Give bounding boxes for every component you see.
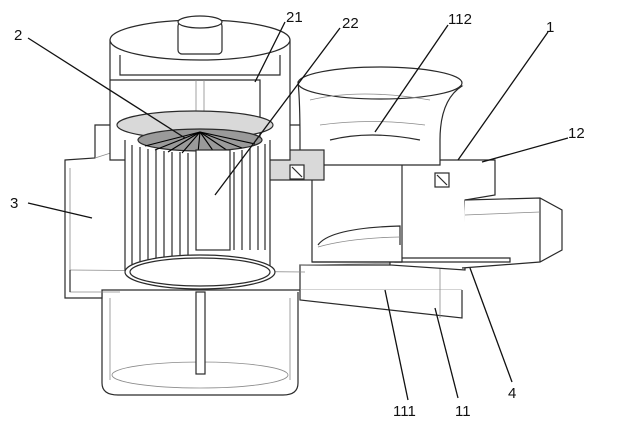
label-11: 11 <box>455 403 471 420</box>
right-chamber <box>261 66 464 263</box>
reference-numerals: 2 21 22 112 1 12 3 111 11 4 <box>10 9 585 420</box>
label-21: 21 <box>286 9 303 26</box>
label-22: 22 <box>342 15 359 32</box>
central-core <box>195 149 231 251</box>
label-111: 111 <box>393 403 416 420</box>
right-block <box>389 159 563 271</box>
impeller-filter <box>124 128 276 290</box>
leader-lines <box>27 21 569 401</box>
label-1: 1 <box>546 19 554 36</box>
vertical-blades <box>131 144 266 268</box>
label-3: 3 <box>10 195 18 212</box>
label-12: 12 <box>568 125 585 142</box>
label-2: 2 <box>14 27 22 44</box>
label-112: 112 <box>448 11 472 28</box>
lower-housing <box>101 285 299 396</box>
lower-shaft <box>195 291 206 375</box>
label-4: 4 <box>508 385 516 402</box>
radial-blades <box>144 131 256 154</box>
